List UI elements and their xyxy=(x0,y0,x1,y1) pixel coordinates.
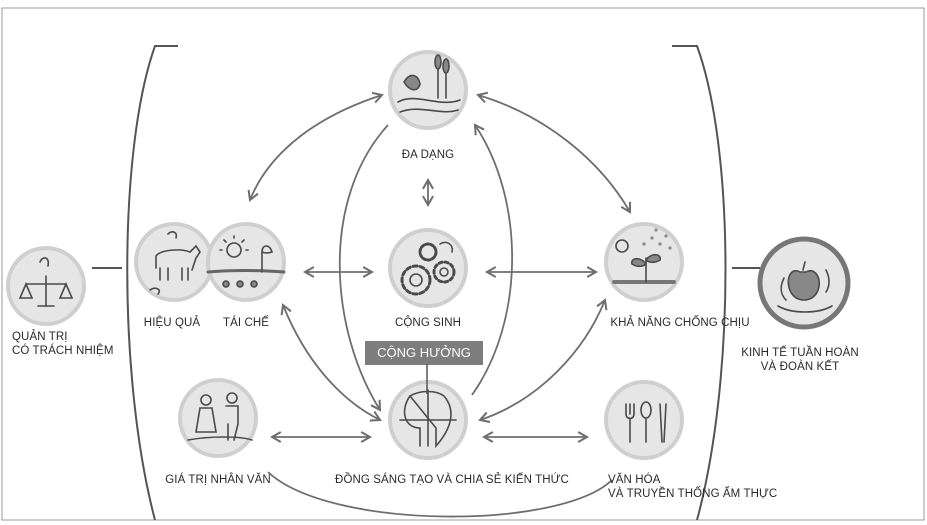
label-culture-line1: VĂN HÓA xyxy=(608,474,661,486)
label-circular-economy-line1: KINH TẾ TUẦN HOÀN xyxy=(741,347,859,359)
arrow-bottom-loop xyxy=(267,471,613,518)
node-recycling-circle xyxy=(206,222,286,302)
plants-animals-icon xyxy=(397,54,461,113)
label-efficiency: HIỆU QUẢ xyxy=(143,317,201,329)
label-governance-line1: QUẢN TRỊ xyxy=(12,331,68,343)
node-efficiency-circle xyxy=(134,222,214,302)
farmers-icon xyxy=(187,392,253,441)
cow-icon xyxy=(149,231,201,295)
arrow-diversity-resilience xyxy=(476,91,632,214)
node-synergy-circle xyxy=(388,228,468,308)
label-human-values: GIÁ TRỊ NHÂN VĂN xyxy=(165,474,271,486)
label-biodiversity: ĐA DẠNG xyxy=(401,149,455,161)
label-synergy: CỘNG SINH xyxy=(394,317,462,329)
resonance-label: CỘNG HƯỞNG xyxy=(365,341,483,365)
left-bracket xyxy=(126,45,178,521)
scales-icon xyxy=(18,257,74,307)
sprout-sun-icon xyxy=(206,235,286,288)
resonance-connector xyxy=(426,364,428,394)
label-culture-line2: VÀ TRUYỀN THỐNG ẨM THỰC xyxy=(608,488,778,500)
label-cocreation: ĐỒNG SÁNG TẠO VÀ CHIA SẺ KIẾN THỨC xyxy=(335,474,569,486)
apple-hand-icon xyxy=(777,261,833,313)
arrow-diversity-efficiency xyxy=(247,91,384,202)
label-resilience: KHẢ NĂNG CHỐNG CHỊU xyxy=(610,317,750,329)
label-circular-economy-line2: VÀ ĐOÀN KẾT xyxy=(760,361,840,373)
arrow-cocreation-diversity-right xyxy=(471,123,514,396)
cutlery-icon xyxy=(625,401,667,443)
node-culture-circle xyxy=(604,380,684,460)
arrow-diversity-cocreation-left xyxy=(338,124,389,412)
frame-border xyxy=(1,7,925,521)
rain-plant-icon xyxy=(612,228,676,284)
tree-icon xyxy=(399,389,457,449)
arrow-resilience-cocreation xyxy=(478,298,608,423)
right-bracket xyxy=(672,45,727,521)
label-governance-line2: CÓ TRÁCH NHIỆM xyxy=(12,345,114,357)
node-biodiversity-circle xyxy=(388,50,468,130)
label-recycling: TÁI CHẾ xyxy=(222,317,270,329)
node-human-values-circle xyxy=(178,378,258,458)
arrow-recycling-cocreation xyxy=(280,303,382,422)
gears-icon xyxy=(400,241,456,296)
